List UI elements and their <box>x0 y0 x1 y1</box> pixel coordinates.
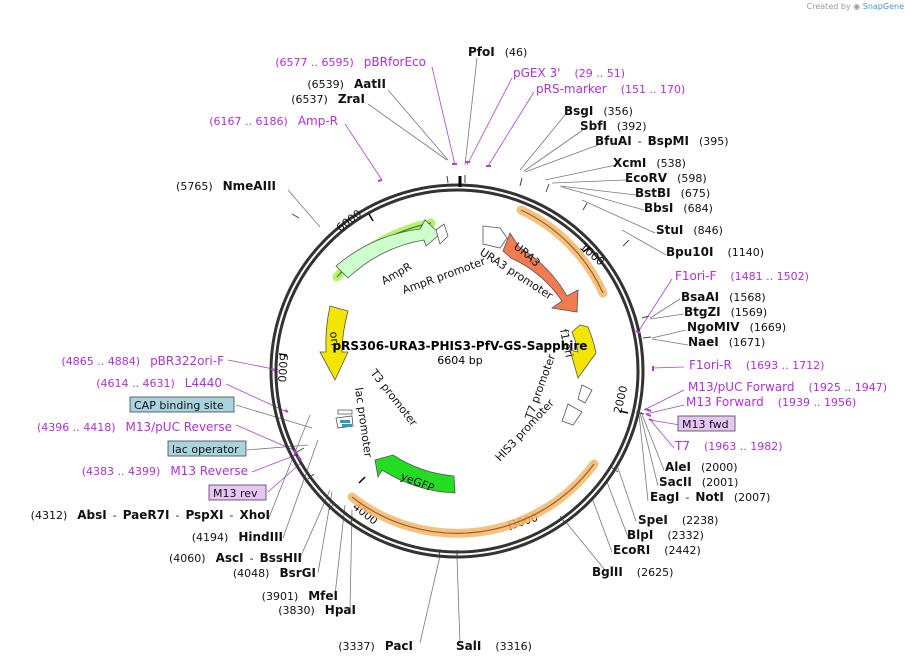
primer-m13-forward: M13 Forward(1939 .. 1956) <box>686 395 856 409</box>
ura3-halo-inner <box>520 209 604 294</box>
site-list-left: (6539)AatII (6537)ZraI (5765)NmeAIII (43… <box>31 77 413 653</box>
cap-binding-site-box <box>129 396 235 413</box>
plasmid-name: pRS306-URA3-PHIS3-PfV-GS-Sapphire <box>333 339 588 353</box>
f1-ori-feature <box>569 324 597 379</box>
feature-label-ampr-promoter: AmpR promoter <box>401 255 488 297</box>
site-bfuai: BfuAI-BspMI(395) <box>595 134 729 148</box>
site-sacii: SacII(2001) <box>659 475 738 489</box>
site-aatii: (6539)AatII <box>307 77 386 91</box>
site-bstbi: BstBI(675) <box>635 186 710 200</box>
site-btgzi: BtgZI(1569) <box>684 305 767 319</box>
primer-pbr322ori-f: (4865 .. 4884)pBR322ori-F <box>62 354 225 368</box>
credit-brand: SnapGene <box>862 2 904 11</box>
site-markers <box>291 175 652 558</box>
feature-label-lac-promoter: lac promoter <box>352 387 375 459</box>
feature-label-t3-promoter: T3 promoter <box>367 366 420 429</box>
m13-rev-box <box>208 484 267 501</box>
site-naei: NaeI(1671) <box>688 335 765 349</box>
site-sbfi: SbfI(392) <box>580 119 647 133</box>
site-stui: StuI(846) <box>656 223 723 237</box>
site-hindiii: (4194)HindIII <box>192 530 283 544</box>
site-absi: (4312)AbsI-PaeR7I-PspXI-XhoI <box>31 508 270 522</box>
primer-l4440: (4614 .. 4631)L4440 <box>96 376 222 390</box>
site-pfoi: PfoI(46) <box>468 45 527 59</box>
credit-prefix: Created by <box>806 2 851 11</box>
primer-amp-r: (6167 .. 6186)Amp-R <box>209 114 338 128</box>
ura3-promoter-feature <box>482 225 508 249</box>
site-hpai: (3830)HpaI <box>278 603 356 617</box>
site-sali: SalI(3316) <box>456 639 532 653</box>
primer-m13-reverse: (4383 .. 4399)M13 Reverse <box>82 464 248 478</box>
site-paci: (3337)PacI <box>338 639 413 653</box>
snapgene-credit: Created by ◉ SnapGene <box>807 2 904 11</box>
yegfp-halo-inner <box>351 463 595 534</box>
site-xcmi: XcmI(538) <box>613 156 686 170</box>
site-spei: SpeI(2238) <box>638 513 718 527</box>
primer-m13puc-forward: M13/pUC Forward(1925 .. 1947) <box>688 380 887 394</box>
tick-label-5000: 5000 <box>275 354 290 383</box>
m13-fwd-label: M13 fwd <box>682 418 729 431</box>
leader-lines <box>267 57 689 644</box>
primer-t7: T7(1963 .. 1982) <box>674 439 783 453</box>
site-nmeaiii: (5765)NmeAIII <box>176 179 276 193</box>
primer-prs-marker: pRS-marker(151 .. 170) <box>536 82 685 96</box>
t3-promoter-feature <box>337 409 353 415</box>
ampr-promoter-feature <box>435 223 449 245</box>
ori-feature <box>319 305 349 381</box>
site-bsgi: BsgI(356) <box>564 104 633 118</box>
site-asci: (4060)AscI-BssHII <box>169 551 302 565</box>
cap-binding-site-label: CAP binding site <box>134 399 224 412</box>
his3-promoter-feature <box>561 403 583 426</box>
site-eagi: EagI-NotI(2007) <box>650 490 770 504</box>
primer-pbrforeco: (6577 .. 6595)pBRforEco <box>275 55 426 69</box>
primer-leader-lines <box>225 66 685 493</box>
lac-operator-box <box>167 440 247 457</box>
site-ecorv: EcoRV(598) <box>625 171 707 185</box>
site-ngomiv: NgoMIV(1669) <box>687 320 786 334</box>
primer-list: (6577 .. 6595)pBRforEco pGEX 3'(29 .. 51… <box>37 55 887 478</box>
ampr-feature <box>335 219 441 279</box>
site-list-right: PfoI(46) BsgI(356) SbfI(392) BfuAI-BspMI… <box>456 45 786 653</box>
tick-label-2000: 2000 <box>611 384 630 414</box>
yegfp-feature <box>374 454 456 494</box>
plasmid-length: 6604 bp <box>437 354 482 367</box>
site-alei: AleI(2000) <box>665 460 738 474</box>
site-bpu10i: Bpu10I(1140) <box>666 245 764 259</box>
m13-fwd-box <box>677 415 736 432</box>
lac-operator-mark <box>342 424 352 427</box>
site-ecori: EcoRI(2442) <box>613 543 701 557</box>
m13-rev-label: M13 rev <box>213 487 258 500</box>
t7-promoter-feature <box>577 384 593 404</box>
site-bbsi: BbsI(684) <box>644 201 713 215</box>
primer-pgex3: pGEX 3'(29 .. 51) <box>513 66 625 80</box>
feature-label-his3-promoter: HIS3 promoter <box>493 396 557 464</box>
site-zrai: (6537)ZraI <box>291 92 365 106</box>
boxed-labels: M13 fwd CAP binding site lac operator M1… <box>129 396 736 501</box>
snapgene-logo-icon: ◉ <box>853 2 861 11</box>
primer-f1ori-f: F1ori-F(1481 .. 1502) <box>675 269 809 283</box>
cap-site-mark <box>340 420 350 423</box>
site-bsrgi: (4048)BsrGI <box>233 566 316 580</box>
box-leaders <box>235 404 313 451</box>
feature-label-f1-ori: f1 ori <box>557 328 576 359</box>
site-blpi: BlpI(2332) <box>627 528 704 542</box>
feature-label-ori: ori <box>327 331 341 347</box>
site-mfei: (3901)MfeI <box>262 589 338 603</box>
site-bsaai: BsaAI(1568) <box>681 290 766 304</box>
site-bglii: BglII(2625) <box>592 565 673 579</box>
primer-f1ori-r: F1ori-R(1693 .. 1712) <box>689 358 824 372</box>
lac-operator-label: lac operator <box>172 443 239 456</box>
ura3-feature <box>502 232 579 313</box>
primer-m13puc-reverse: (4396 .. 4418)M13/pUC Reverse <box>37 420 232 434</box>
primer-markers <box>270 161 654 461</box>
